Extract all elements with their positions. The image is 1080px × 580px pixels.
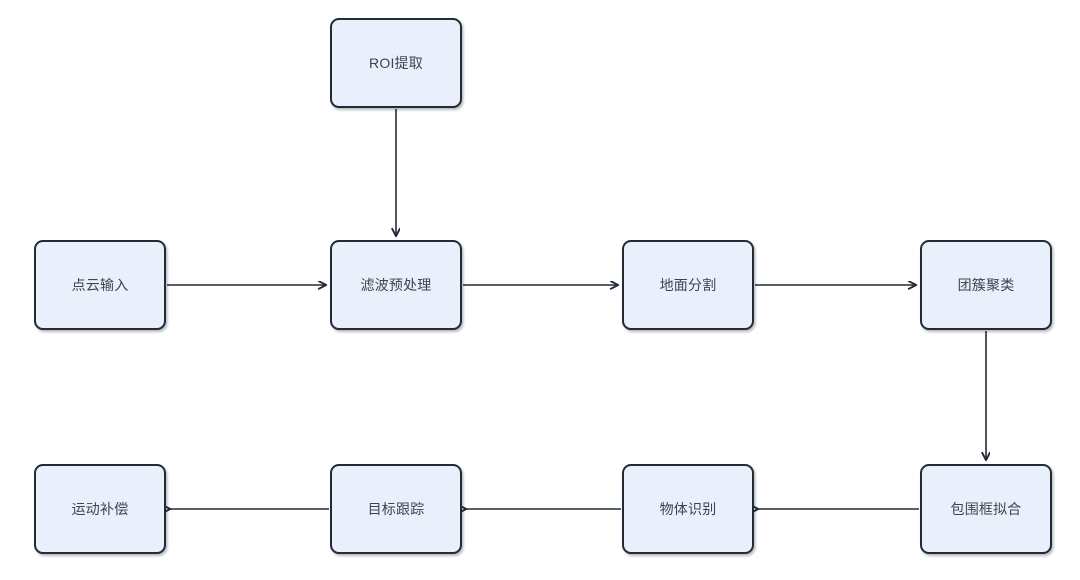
node-label: 运动补偿 — [71, 501, 129, 517]
node-label: ROI提取 — [369, 55, 423, 71]
node-cluster-clustering[interactable]: 团簇聚类 — [920, 240, 1052, 330]
node-label: 点云输入 — [71, 277, 129, 293]
node-filter-preprocessing[interactable]: 滤波预处理 — [330, 240, 462, 330]
node-label: 滤波预处理 — [360, 277, 432, 293]
node-label: 地面分割 — [659, 277, 717, 293]
node-label: 目标跟踪 — [367, 501, 425, 517]
node-motion-compensation[interactable]: 运动补偿 — [34, 464, 166, 554]
node-label: 物体识别 — [659, 501, 717, 517]
node-bounding-box-fitting[interactable]: 包围框拟合 — [920, 464, 1052, 554]
node-point-cloud-input[interactable]: 点云输入 — [34, 240, 166, 330]
node-object-recognition[interactable]: 物体识别 — [622, 464, 754, 554]
node-ground-segmentation[interactable]: 地面分割 — [622, 240, 754, 330]
node-target-tracking[interactable]: 目标跟踪 — [330, 464, 462, 554]
node-label: 团簇聚类 — [957, 277, 1015, 293]
node-roi-extraction[interactable]: ROI提取 — [330, 18, 462, 108]
node-label: 包围框拟合 — [950, 501, 1022, 517]
